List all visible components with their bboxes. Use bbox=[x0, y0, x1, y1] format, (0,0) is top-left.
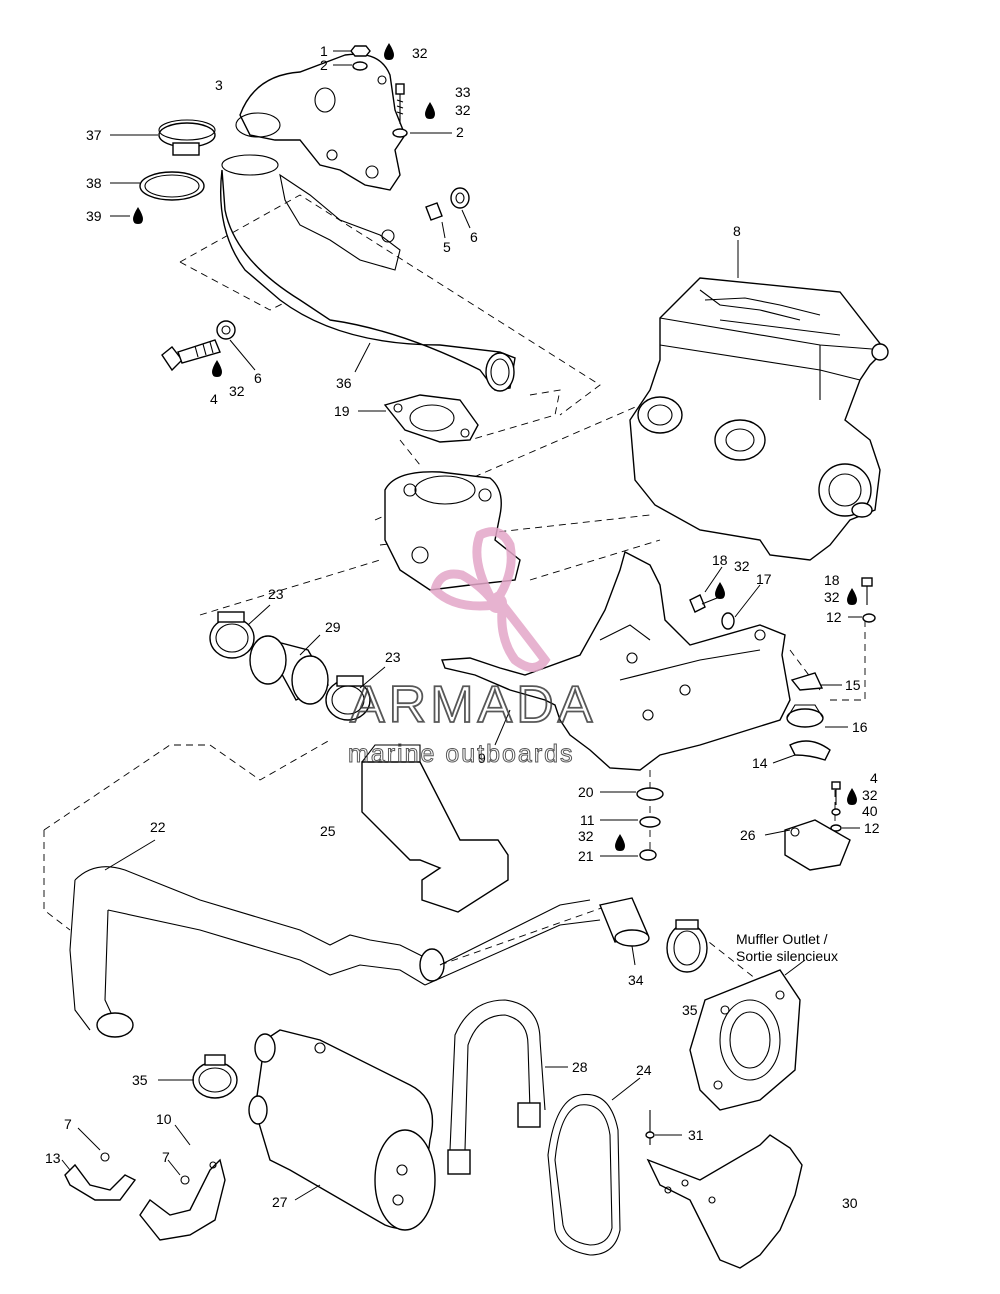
callout-20: 20 bbox=[578, 784, 594, 800]
callout-35: 35 bbox=[682, 1002, 698, 1018]
callout-12: 12 bbox=[826, 609, 842, 625]
callout-19: 19 bbox=[334, 403, 350, 419]
callout-28: 28 bbox=[572, 1059, 588, 1075]
belt-part bbox=[547, 1093, 621, 1256]
exhaust-adapter-part bbox=[384, 471, 521, 591]
hose-clamps bbox=[209, 611, 371, 721]
callout-32: 32 bbox=[734, 558, 750, 574]
callout-4: 4 bbox=[870, 770, 878, 786]
right-mount-hardware bbox=[786, 577, 876, 761]
armada-watermark: ARMADA marine outboards bbox=[348, 527, 596, 769]
callout-34: 34 bbox=[628, 972, 644, 988]
engine-support-part bbox=[441, 550, 791, 771]
leader-lines bbox=[61, 50, 862, 1201]
callout-labels: 1 2 3 32 33 32 2 37 38 39 5 6 8 36 6 32 … bbox=[45, 43, 880, 1211]
muffler-outlet-label-line1: Muffler Outlet / bbox=[736, 931, 828, 947]
sleeve-nut-right bbox=[425, 187, 470, 221]
exhaust-manifold-part bbox=[235, 53, 406, 191]
drop-icon bbox=[212, 360, 222, 377]
drop-icon bbox=[615, 834, 625, 851]
callout-14: 14 bbox=[752, 755, 768, 771]
drop-icon bbox=[715, 582, 725, 599]
watermark-tagline: marine outboards bbox=[348, 740, 575, 768]
muffler-outlet-part bbox=[689, 969, 801, 1111]
drop-icon bbox=[384, 43, 394, 60]
engine-part bbox=[629, 277, 889, 561]
callout-10: 10 bbox=[156, 1111, 172, 1127]
callout-32: 32 bbox=[578, 828, 594, 844]
callout-31: 31 bbox=[688, 1127, 704, 1143]
callout-25: 25 bbox=[320, 823, 336, 839]
callout-23: 23 bbox=[385, 649, 401, 665]
left-brackets-part bbox=[64, 1152, 226, 1241]
muffler-clamp-left bbox=[192, 1054, 238, 1099]
callout-16: 16 bbox=[852, 719, 868, 735]
drop-icon bbox=[847, 788, 857, 805]
callout-18: 18 bbox=[824, 572, 840, 588]
bolt-nut-left bbox=[161, 320, 236, 372]
callout-32: 32 bbox=[229, 383, 245, 399]
screw-washer-right bbox=[392, 83, 408, 138]
propeller-logo-icon bbox=[430, 527, 551, 672]
nut-washer-top bbox=[350, 45, 371, 71]
callout-7: 7 bbox=[162, 1149, 170, 1165]
callout-33: 33 bbox=[455, 84, 471, 100]
gasket-part bbox=[383, 394, 479, 443]
callout-3: 3 bbox=[215, 77, 223, 93]
drop-icon bbox=[425, 102, 435, 119]
callout-15: 15 bbox=[845, 677, 861, 693]
muffler-part bbox=[248, 1029, 436, 1231]
callout-32: 32 bbox=[824, 589, 840, 605]
callout-36: 36 bbox=[336, 375, 352, 391]
callout-38: 38 bbox=[86, 175, 102, 191]
drop-icon bbox=[847, 588, 857, 605]
callout-21: 21 bbox=[578, 848, 594, 864]
callout-40: 40 bbox=[862, 803, 878, 819]
callout-18: 18 bbox=[712, 552, 728, 568]
callout-24: 24 bbox=[636, 1062, 652, 1078]
callout-12: 12 bbox=[864, 820, 880, 836]
watermark-brand: ARMADA bbox=[350, 676, 596, 734]
callout-22: 22 bbox=[150, 819, 166, 835]
callout-2: 2 bbox=[456, 124, 464, 140]
callout-6: 6 bbox=[470, 229, 478, 245]
callout-27: 27 bbox=[272, 1194, 288, 1210]
callout-1: 1 bbox=[320, 43, 328, 59]
sealant-drop-icons bbox=[133, 43, 857, 851]
callout-37: 37 bbox=[86, 127, 102, 143]
callout-11: 11 bbox=[580, 812, 595, 828]
muffler-outlet-label-line2: Sortie silencieux bbox=[736, 948, 838, 964]
tuned-pipe-part bbox=[219, 154, 516, 392]
exhaust-hose-part bbox=[69, 866, 601, 1038]
callout-32: 32 bbox=[862, 787, 878, 803]
alignment-lines bbox=[43, 194, 866, 991]
callout-39: 39 bbox=[86, 208, 102, 224]
strap-part bbox=[447, 999, 546, 1175]
outlet-sleeve-part bbox=[599, 897, 708, 973]
callout-9: 9 bbox=[478, 750, 486, 766]
callout-23: 23 bbox=[268, 586, 284, 602]
callout-13: 13 bbox=[45, 1150, 61, 1166]
foam-block-part bbox=[361, 744, 509, 913]
callout-32: 32 bbox=[455, 102, 471, 118]
drop-icon bbox=[133, 207, 143, 224]
callout-35: 35 bbox=[132, 1072, 148, 1088]
bracket-part bbox=[645, 1110, 803, 1269]
bolt-washer-center bbox=[689, 594, 735, 630]
callout-4: 4 bbox=[210, 391, 218, 407]
callout-2: 2 bbox=[320, 57, 328, 73]
callout-32: 32 bbox=[412, 45, 428, 61]
callout-17: 17 bbox=[756, 571, 772, 587]
callout-26: 26 bbox=[740, 827, 756, 843]
callout-29: 29 bbox=[325, 619, 341, 635]
callout-5: 5 bbox=[443, 239, 451, 255]
clamp-ring-left bbox=[139, 119, 216, 201]
callout-30: 30 bbox=[842, 1195, 858, 1211]
callout-7: 7 bbox=[64, 1116, 72, 1132]
callout-8: 8 bbox=[733, 223, 741, 239]
callout-6: 6 bbox=[254, 370, 262, 386]
center-stack-hardware bbox=[636, 781, 851, 871]
